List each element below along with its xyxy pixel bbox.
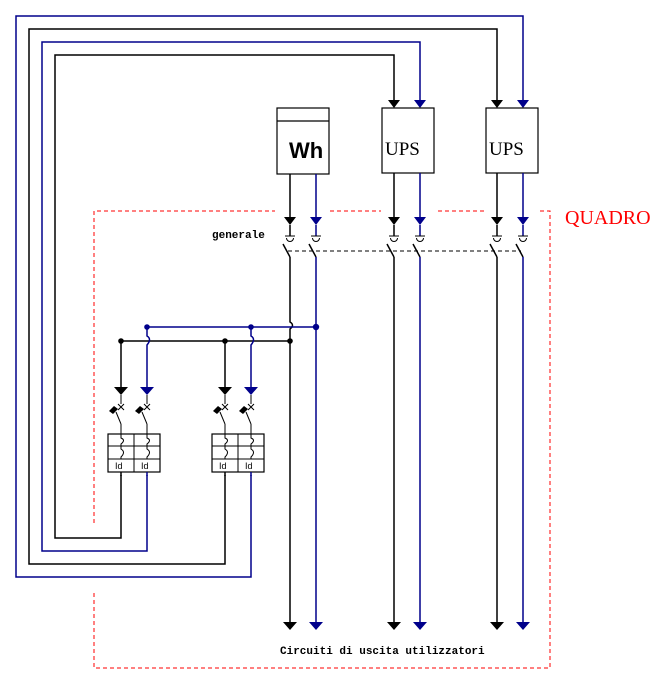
meter-label: Wh xyxy=(289,138,323,163)
ups-unit-1 xyxy=(381,107,435,174)
rcd-breaker-group-2 xyxy=(211,395,265,473)
main-switch-label: generale xyxy=(212,230,265,242)
output-arrows xyxy=(283,622,530,630)
ups2-neutral-arrow-icon xyxy=(517,100,529,108)
ups1-phase-feed xyxy=(54,54,395,539)
rcd-2-label: Id xyxy=(141,461,149,471)
enclosure-label: QUADRO xyxy=(565,207,651,229)
ups2-neutral-feed xyxy=(15,15,524,578)
outputs-label: Circuiti di uscita utilizzatori xyxy=(280,646,485,658)
switch-ups2-phase xyxy=(489,225,502,258)
rcd-4-label: Id xyxy=(245,461,253,471)
main-switches xyxy=(282,225,528,258)
switch-meter-phase xyxy=(282,225,295,258)
output-feeders xyxy=(289,257,524,622)
ups1-neutral-feed xyxy=(41,41,421,552)
ups2-phase-feed xyxy=(28,28,498,565)
switch-ups1-phase xyxy=(386,225,399,258)
switch-meter-neutral xyxy=(308,225,321,258)
switch-ups2-neutral xyxy=(515,225,528,258)
energy-meter xyxy=(276,107,330,175)
rcd-1-label: Id xyxy=(115,461,123,471)
ups2-phase-arrow-icon xyxy=(491,100,503,108)
switch-input-arrows xyxy=(284,217,529,225)
ups-unit-2 xyxy=(485,107,539,174)
ups1-neutral-arrow-icon xyxy=(414,100,426,108)
rcd-breaker-group-1 xyxy=(107,395,161,473)
switch-ups1-neutral xyxy=(412,225,425,258)
breaker-drops xyxy=(114,327,258,395)
ups-1-label: UPS xyxy=(385,139,420,160)
phase-bus xyxy=(118,338,293,344)
rcd-3-label: Id xyxy=(219,461,227,471)
ups-2-label: UPS xyxy=(489,139,524,160)
enclosure-boundary xyxy=(93,210,551,669)
ups1-phase-arrow-icon xyxy=(388,100,400,108)
